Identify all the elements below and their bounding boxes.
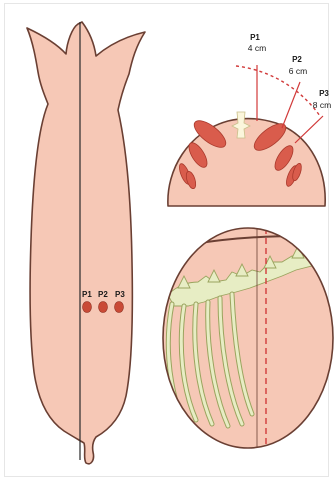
carcass-point-marker — [83, 302, 92, 313]
carcass: P1 P2 P3 — [27, 22, 145, 464]
carcass-outline — [27, 22, 145, 464]
carcass-point-marker — [99, 302, 108, 313]
depth-arc — [236, 66, 320, 116]
probe-point-label: P3 — [319, 89, 329, 98]
probe-depth-label: 8 cm — [313, 100, 331, 110]
probe-line-p2 — [282, 82, 300, 128]
carcass-point-label: P1 — [82, 290, 92, 299]
cross-section-outline — [168, 119, 325, 206]
carcass-point-marker — [115, 302, 124, 313]
probe-point-label: P2 — [292, 55, 302, 64]
probe-label-p2: P2 6 cm — [289, 55, 307, 76]
probe-line-p3 — [295, 116, 323, 143]
carcass-point-label: P3 — [115, 290, 125, 299]
probe-label-p3: P3 8 cm — [313, 89, 331, 110]
probe-label-p1: P1 4 cm — [248, 33, 266, 53]
cross-section: P1 4 cm P2 6 cm P3 8 cm — [168, 33, 331, 206]
carcass-point-label: P2 — [98, 290, 108, 299]
probe-depth-label: 6 cm — [289, 66, 307, 76]
rib-zoom-view — [160, 228, 334, 450]
probe-depth-label: 4 cm — [248, 43, 266, 53]
probe-point-label: P1 — [250, 33, 260, 42]
